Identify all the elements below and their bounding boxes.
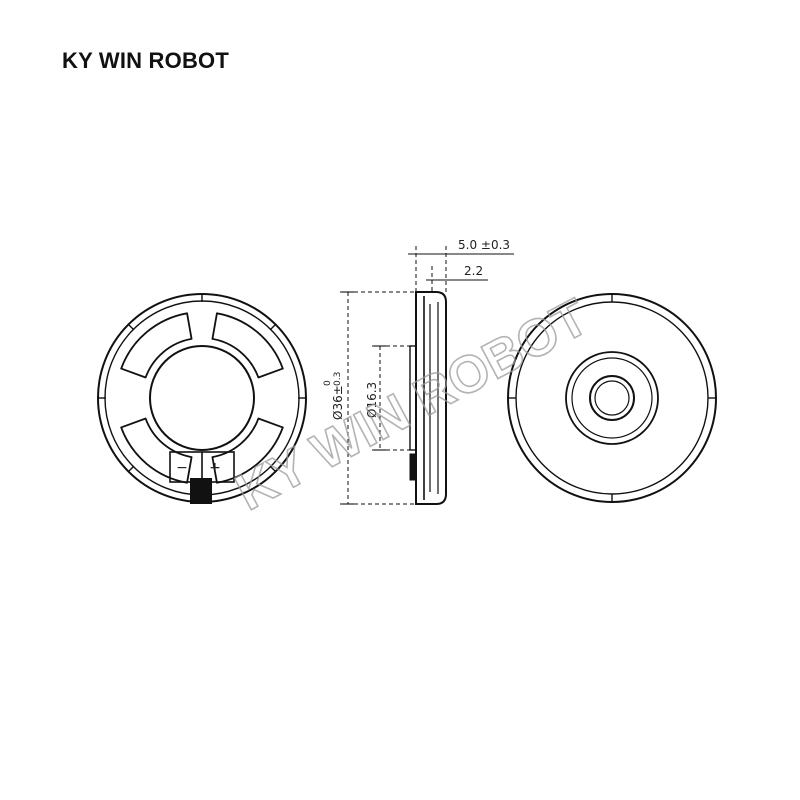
front-center-opening xyxy=(149,345,255,451)
side-magnet xyxy=(409,345,417,451)
side-terminal xyxy=(409,453,417,481)
cone-offset-dimension-label: 2.2 xyxy=(464,264,483,278)
rear-magnet-ring xyxy=(571,357,653,439)
side-body-outline xyxy=(415,291,447,505)
outer-diameter-tol-upper: 0 xyxy=(323,380,333,386)
brand-title: KY WIN ROBOT xyxy=(62,48,229,73)
outer-diameter-label: Ø36± xyxy=(331,385,345,420)
outer-diameter-label-group: Ø36± 0 0.3 xyxy=(323,372,345,420)
magnet-diameter-label: Ø16.3 xyxy=(365,382,379,418)
front-rim-ticks xyxy=(98,294,306,502)
rear-magnet-outer xyxy=(565,351,659,445)
watermark-text: KY WIN ROBOT xyxy=(227,288,598,522)
dimension-leaders xyxy=(342,253,514,505)
rear-center-cap xyxy=(589,375,635,421)
rear-view xyxy=(507,293,717,503)
rear-center-cap-inner xyxy=(594,380,630,416)
magnet-diameter-label-group: Ø16.3 xyxy=(365,382,379,418)
front-slot xyxy=(211,312,284,379)
depth-dimension-label: 5.0 ±0.3 xyxy=(458,238,510,252)
positive-terminal-label: + xyxy=(209,460,221,476)
negative-terminal-label: − xyxy=(176,460,188,476)
front-slot xyxy=(120,312,193,379)
terminal-solder-pad xyxy=(190,478,212,504)
rear-rim-ticks xyxy=(508,294,716,502)
outer-diameter-tol-lower: 0.3 xyxy=(333,372,343,386)
side-view xyxy=(340,246,514,505)
